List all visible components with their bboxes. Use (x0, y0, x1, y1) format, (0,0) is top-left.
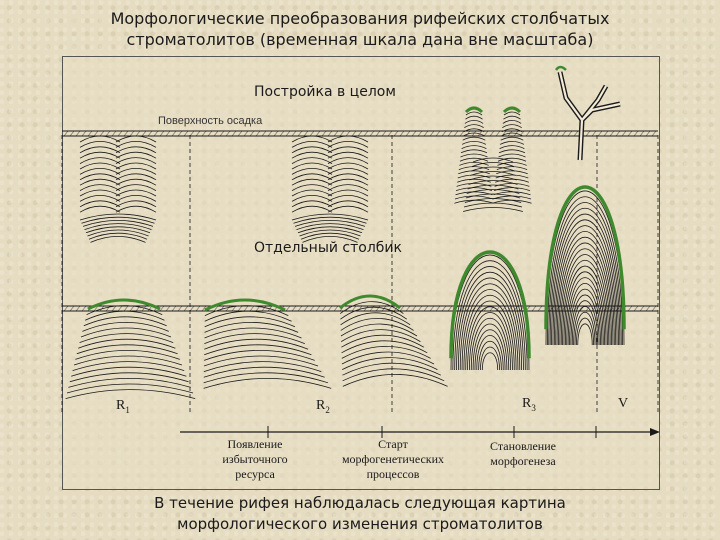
column-cap-r1 (88, 300, 160, 309)
tree-inner (560, 72, 620, 160)
tree-cap-1 (556, 67, 566, 70)
branching-column-right (504, 112, 520, 115)
branching-column-left (466, 112, 482, 115)
branch-cap-right (504, 108, 520, 112)
time-axis-arrowhead (650, 428, 660, 436)
tree-outer (560, 72, 620, 160)
footer-line-1: В течение рифея наблюдалась следующая ка… (100, 493, 620, 514)
branch-cap-left (466, 108, 482, 112)
footer-caption: В течение рифея наблюдалась следующая ка… (100, 493, 620, 535)
footer-line-2: морфологического изменения строматолитов (100, 514, 620, 535)
period-label-r3: R3 (522, 396, 536, 413)
period-label-v: V (618, 396, 628, 412)
period-label-r1: R1 (116, 398, 130, 415)
section-label-single: Отдельный столбик (254, 240, 402, 256)
column-cap-r1b (205, 300, 285, 310)
period-label-r2: R2 (316, 398, 330, 415)
section-label-whole: Постройка в целом (254, 84, 396, 100)
dome-column-r3-cap (451, 252, 529, 358)
sediment-surface-label: Поверхность осадка (158, 115, 262, 127)
